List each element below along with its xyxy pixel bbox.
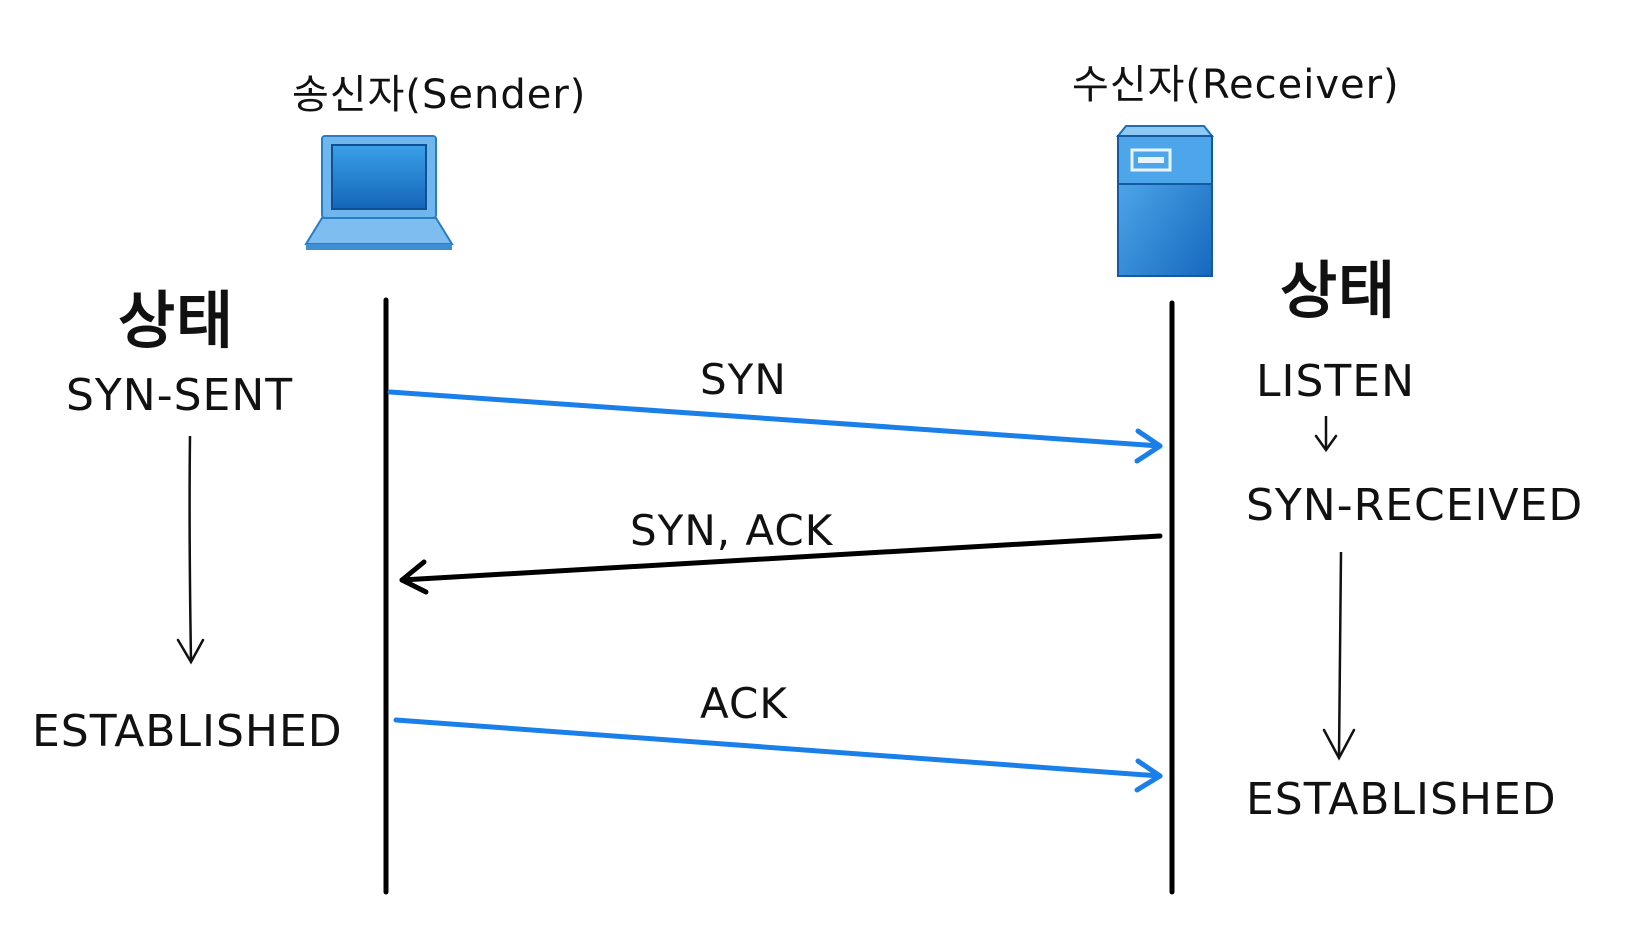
sender-state-heading: 상태 bbox=[118, 284, 234, 357]
message-ack-label: ACK bbox=[700, 679, 788, 728]
receiver-state-heading: 상태 bbox=[1280, 254, 1396, 327]
message-syn-ack-label: SYN, ACK bbox=[630, 506, 834, 555]
message-syn-ack: SYN, ACK bbox=[399, 506, 1163, 595]
receiver-state-arrow bbox=[1322, 551, 1356, 761]
receiver-title: 수신자(Receiver) bbox=[1072, 62, 1400, 108]
sender-state-syn-sent: SYN-SENT bbox=[66, 370, 293, 421]
message-syn: SYN bbox=[387, 355, 1163, 464]
receiver-state-listen: LISTEN bbox=[1256, 356, 1415, 407]
laptop-icon bbox=[304, 135, 454, 250]
message-syn-label: SYN bbox=[700, 355, 787, 404]
server-icon bbox=[1115, 125, 1215, 277]
receiver-state-arrow-small bbox=[1314, 416, 1338, 453]
sender-title: 송신자(Sender) bbox=[292, 72, 586, 118]
receiver-state-syn-received: SYN-RECEIVED bbox=[1246, 480, 1583, 531]
sender-state-arrow bbox=[176, 435, 205, 665]
message-ack: ACK bbox=[393, 679, 1163, 793]
sender-state-established: ESTABLISHED bbox=[32, 706, 343, 757]
receiver-state-established: ESTABLISHED bbox=[1246, 774, 1557, 825]
